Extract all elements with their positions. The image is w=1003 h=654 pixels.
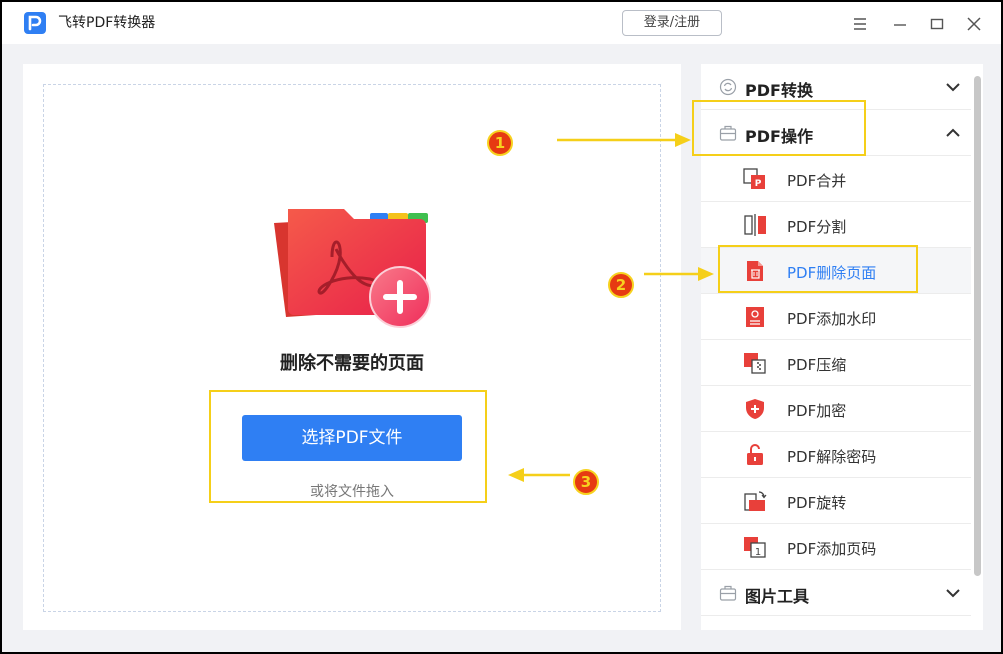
pdf-merge-icon: P (743, 168, 765, 189)
login-register-button[interactable]: 登录/注册 (622, 10, 722, 36)
app-title: 飞转PDF转换器 (58, 15, 156, 31)
page-title: 删除不需要的页面 (280, 353, 424, 374)
drag-hint-text: 或将文件拖入 (310, 484, 394, 500)
sidebar-item-pdf-watermark[interactable]: PDF添加水印 (701, 294, 971, 340)
sidebar-item-pdf-delete-page[interactable]: PDF删除页面 (701, 248, 971, 294)
toolbox-icon (719, 585, 737, 601)
svg-text:1: 1 (755, 547, 761, 558)
highlight-box-pdf-operations (692, 100, 866, 156)
svg-text:P: P (755, 179, 762, 189)
scrollbar-thumb[interactable] (974, 76, 981, 576)
file-drop-zone[interactable]: 删除不需要的页面 选择PDF文件 或将文件拖入 (43, 84, 661, 612)
app-logo-icon (24, 12, 46, 34)
close-icon[interactable] (964, 14, 984, 34)
pdf-split-icon (744, 214, 766, 236)
toolbox-icon (719, 125, 737, 141)
pdf-delete-page-icon (747, 261, 763, 281)
sidebar-section-label: 图片工具 (745, 587, 810, 606)
sidebar-item-pdf-rotate[interactable]: PDF旋转 (701, 478, 971, 524)
pdf-rotate-icon (744, 491, 767, 511)
select-pdf-button[interactable]: 选择PDF文件 (242, 415, 462, 461)
chevron-up-icon (946, 128, 960, 137)
sidebar-section-partial[interactable] (701, 616, 971, 630)
sidebar-item-label: PDF旋转 (787, 494, 847, 512)
annotation-badge-3: 3 (573, 469, 599, 495)
highlight-box-select-file (209, 390, 487, 503)
annotation-badge-1: 1 (487, 130, 513, 156)
pdf-unlock-icon (747, 444, 763, 465)
sidebar-item-label: PDF解除密码 (787, 448, 877, 466)
sidebar: PDF转换 PDF操作 P PDF合并 (701, 64, 971, 630)
highlight-box-delete-page (718, 245, 918, 293)
menu-icon[interactable] (850, 14, 870, 34)
sidebar-section-label: PDF转换 (745, 81, 813, 100)
sidebar-item-pdf-merge[interactable]: P PDF合并 (701, 156, 971, 202)
main-panel: 删除不需要的页面 选择PDF文件 或将文件拖入 (23, 64, 681, 630)
pdf-encrypt-icon (746, 399, 764, 419)
maximize-icon[interactable] (927, 14, 947, 34)
sidebar-item-label: PDF分割 (787, 218, 847, 236)
pdf-watermark-icon (746, 307, 764, 327)
sidebar-item-pdf-encrypt[interactable]: PDF加密 (701, 386, 971, 432)
sidebar-item-label: PDF添加水印 (787, 310, 877, 328)
sidebar-item-label: PDF添加页码 (787, 540, 877, 558)
sidebar-item-pdf-page-number[interactable]: 1 PDF添加页码 (701, 524, 971, 570)
sidebar-section-pdf-convert[interactable]: PDF转换 (701, 64, 971, 110)
chevron-down-icon (946, 83, 960, 92)
sidebar-section-image-tools[interactable]: 图片工具 (701, 570, 971, 616)
chevron-down-icon (946, 589, 960, 598)
annotation-badge-2: 2 (608, 272, 634, 298)
sidebar-item-pdf-split[interactable]: PDF分割 (701, 202, 971, 248)
refresh-circle-icon (719, 78, 737, 96)
sidebar-item-pdf-unlock[interactable]: PDF解除密码 (701, 432, 971, 478)
pdf-page-number-icon: 1 (744, 537, 766, 558)
sidebar-item-label: PDF删除页面 (787, 264, 877, 282)
sidebar-section-label: PDF操作 (745, 127, 813, 146)
sidebar-item-label: PDF加密 (787, 402, 847, 420)
sidebar-item-label: PDF合并 (787, 172, 847, 190)
sidebar-scrollbar[interactable] (971, 64, 983, 630)
title-bar: 飞转PDF转换器 登录/注册 (2, 2, 1001, 44)
sidebar-item-pdf-compress[interactable]: PDF压缩 (701, 340, 971, 386)
pdf-compress-icon (744, 353, 766, 374)
annotation-arrow-1 (557, 133, 691, 147)
sidebar-item-label: PDF压缩 (787, 356, 847, 374)
pdf-folder-icon (274, 209, 431, 328)
annotation-arrow-2 (644, 267, 714, 281)
annotation-arrow-3 (508, 468, 570, 482)
minimize-icon[interactable] (890, 14, 910, 34)
